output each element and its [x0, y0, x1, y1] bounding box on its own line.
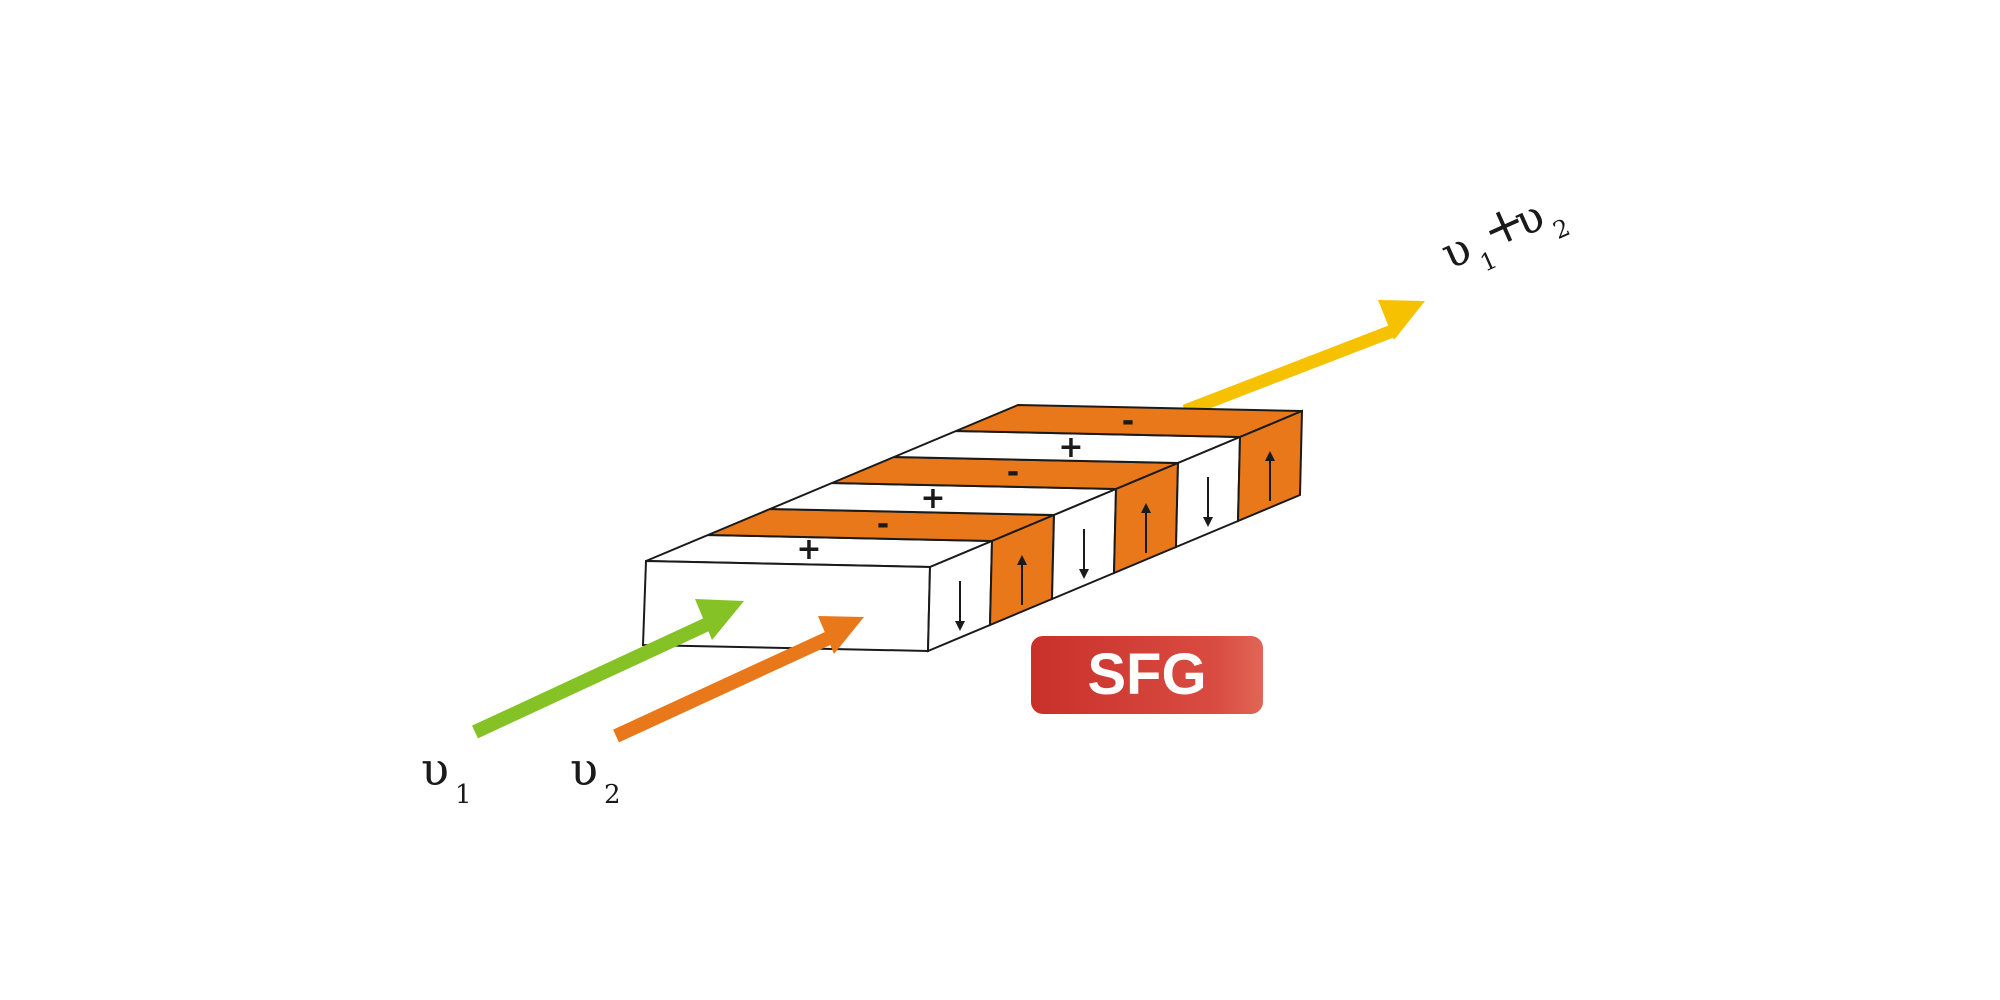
- output-beam-arrow: [1182, 300, 1425, 418]
- sign-2: -: [877, 507, 889, 542]
- domain-arrow-5-down: [1203, 477, 1213, 527]
- sign-5: +: [1058, 430, 1083, 465]
- domain-arrow-2-up: [1017, 555, 1027, 605]
- sign-6: -: [1122, 404, 1134, 439]
- input-label-1-symbol: υ: [421, 742, 449, 796]
- output-label-symbol-a: υ: [1434, 223, 1479, 280]
- input-beam-2-arrow: [613, 616, 864, 743]
- domain-arrows: [955, 451, 1275, 631]
- input-label-2: υ 2: [570, 742, 621, 810]
- output-label: υ 1 + υ 2: [1434, 190, 1575, 280]
- input-label-1-subscript: 1: [455, 780, 472, 810]
- polarization-signs: + - + - + -: [796, 404, 1134, 567]
- domain-arrow-1-down: [955, 581, 965, 631]
- domain-arrow-6-up: [1265, 451, 1275, 501]
- sign-4: -: [1007, 455, 1019, 490]
- domain-arrow-3-down: [1079, 529, 1089, 579]
- input-label-2-subscript: 2: [604, 780, 621, 810]
- domain-arrow-4-up: [1141, 503, 1151, 553]
- input-label-1: υ 1: [421, 742, 472, 810]
- sign-3: +: [920, 481, 945, 516]
- sfg-badge: SFG: [1031, 636, 1263, 714]
- input-beam-1-arrow: [472, 599, 744, 739]
- output-label-subscript-b: 2: [1549, 213, 1574, 245]
- sfg-badge-label: SFG: [1087, 642, 1206, 707]
- sign-1: +: [796, 532, 821, 567]
- input-label-2-symbol: υ: [570, 742, 598, 796]
